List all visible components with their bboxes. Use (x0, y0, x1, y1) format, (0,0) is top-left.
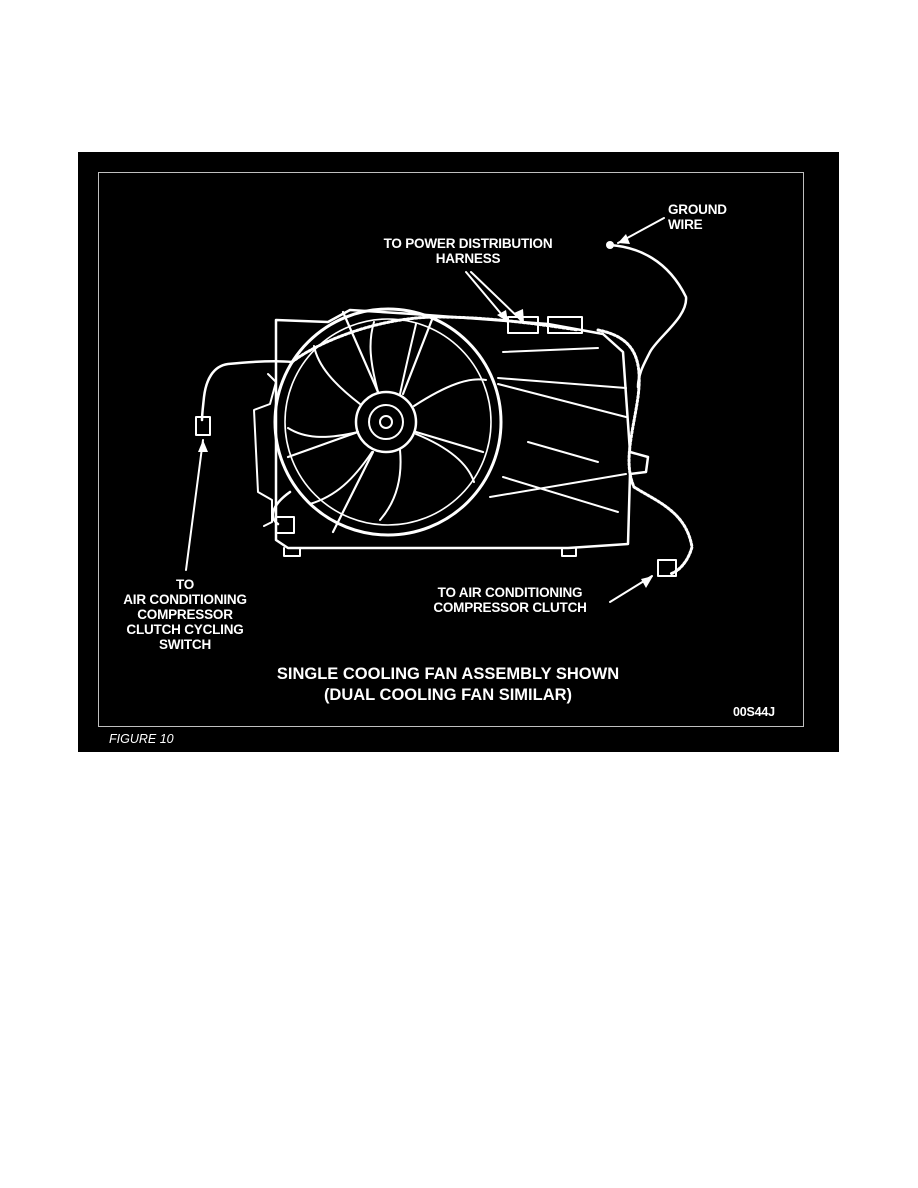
fan-ring-inner (284, 318, 492, 526)
cooling-fan-assembly-drawing (185, 217, 694, 603)
lower-left-connector (275, 516, 295, 534)
label-cycling-switch: TO AIR CONDITIONING COMPRESSOR CLUTCH CY… (123, 577, 247, 652)
figure-number: FIGURE 10 (109, 732, 174, 746)
diagram-caption: SINGLE COOLING FAN ASSEMBLY SHOWN (DUAL … (276, 665, 620, 704)
fan-hub-inner (368, 404, 404, 440)
diagram-figure: GROUND WIRE TO POWER DISTRIBUTION HARNES… (78, 152, 839, 752)
label-power-distribution-harness: TO POWER DISTRIBUTION HARNESS (383, 236, 553, 266)
arrowhead-power-1 (497, 310, 508, 322)
fan-hub-center (379, 415, 393, 429)
diagram-frame (98, 172, 804, 727)
harness-left (200, 359, 294, 422)
arrowhead-cycling-switch (198, 440, 208, 452)
diagram-code: 00S44J (733, 705, 775, 719)
ground-wire (608, 243, 688, 389)
arrowhead-compressor-clutch (641, 576, 653, 588)
fan-blades (287, 321, 487, 521)
label-compressor-clutch: TO AIR CONDITIONING COMPRESSOR CLUTCH (433, 585, 587, 615)
cycling-switch-connector (195, 416, 211, 436)
arrow-power-2 (470, 271, 524, 323)
arrow-cycling-switch (185, 439, 204, 571)
harness-top (290, 315, 580, 364)
shroud-outline (274, 308, 650, 550)
harness-right (596, 328, 694, 576)
arrowhead-ground-wire (618, 234, 630, 244)
shroud-left-side (253, 373, 277, 527)
fan-spokes (286, 310, 485, 534)
label-ground-wire: GROUND WIRE (668, 202, 727, 232)
fan-ring-outer (273, 307, 503, 537)
shroud-mount-feet (283, 547, 577, 557)
shroud-struts (489, 347, 627, 513)
fan-hub (354, 390, 418, 454)
power-connector-2 (547, 316, 583, 334)
ground-wire-terminal (606, 241, 614, 249)
compressor-clutch-connector (657, 559, 677, 577)
arrowhead-power-2 (514, 309, 524, 322)
